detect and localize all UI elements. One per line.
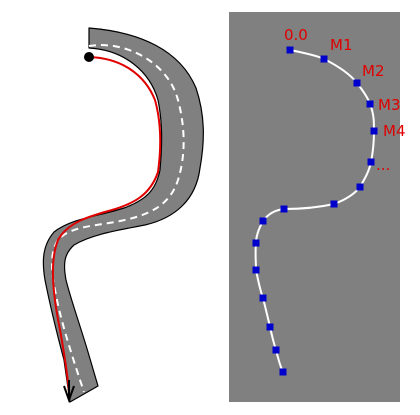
marker-point-1 — [320, 55, 328, 63]
vehicle-trajectory — [51, 56, 162, 393]
marker-label-origin: 0.0 — [284, 26, 308, 44]
centerline-path — [254, 49, 376, 373]
marker-label-m4: M4 — [383, 122, 406, 140]
marker-point-6 — [356, 183, 364, 191]
marker-point-11 — [252, 266, 260, 274]
marker-point-3 — [366, 100, 374, 108]
road-diagram — [42, 27, 204, 403]
marker-point-2 — [353, 79, 361, 87]
marker-point-13 — [266, 323, 274, 331]
marker-point-9 — [259, 217, 267, 225]
marker-label-m3: M3 — [378, 96, 401, 114]
marker-points — [252, 46, 378, 376]
road-shape — [42, 27, 204, 403]
marker-point-0 — [286, 46, 294, 54]
marker-point-8 — [280, 205, 288, 213]
marker-point-5 — [367, 158, 375, 166]
marker-point-7 — [330, 200, 338, 208]
marker-label-ellipsis: ... — [376, 156, 390, 174]
marker-point-10 — [252, 239, 260, 247]
arrow-down-icon — [63, 380, 75, 403]
lane-divider-dashed — [51, 44, 185, 393]
marker-label-m1: M1 — [330, 36, 353, 54]
marker-map-panel: 0.0 M1 M2 M3 M4 ... — [229, 12, 406, 402]
marker-point-14 — [272, 346, 280, 354]
marker-labels: 0.0 M1 M2 M3 M4 ... — [284, 26, 406, 174]
marker-label-m2: M2 — [362, 62, 385, 80]
start-point-icon — [84, 52, 94, 62]
marker-point-4 — [370, 127, 378, 135]
marker-point-15 — [279, 368, 287, 376]
marker-point-12 — [259, 294, 267, 302]
